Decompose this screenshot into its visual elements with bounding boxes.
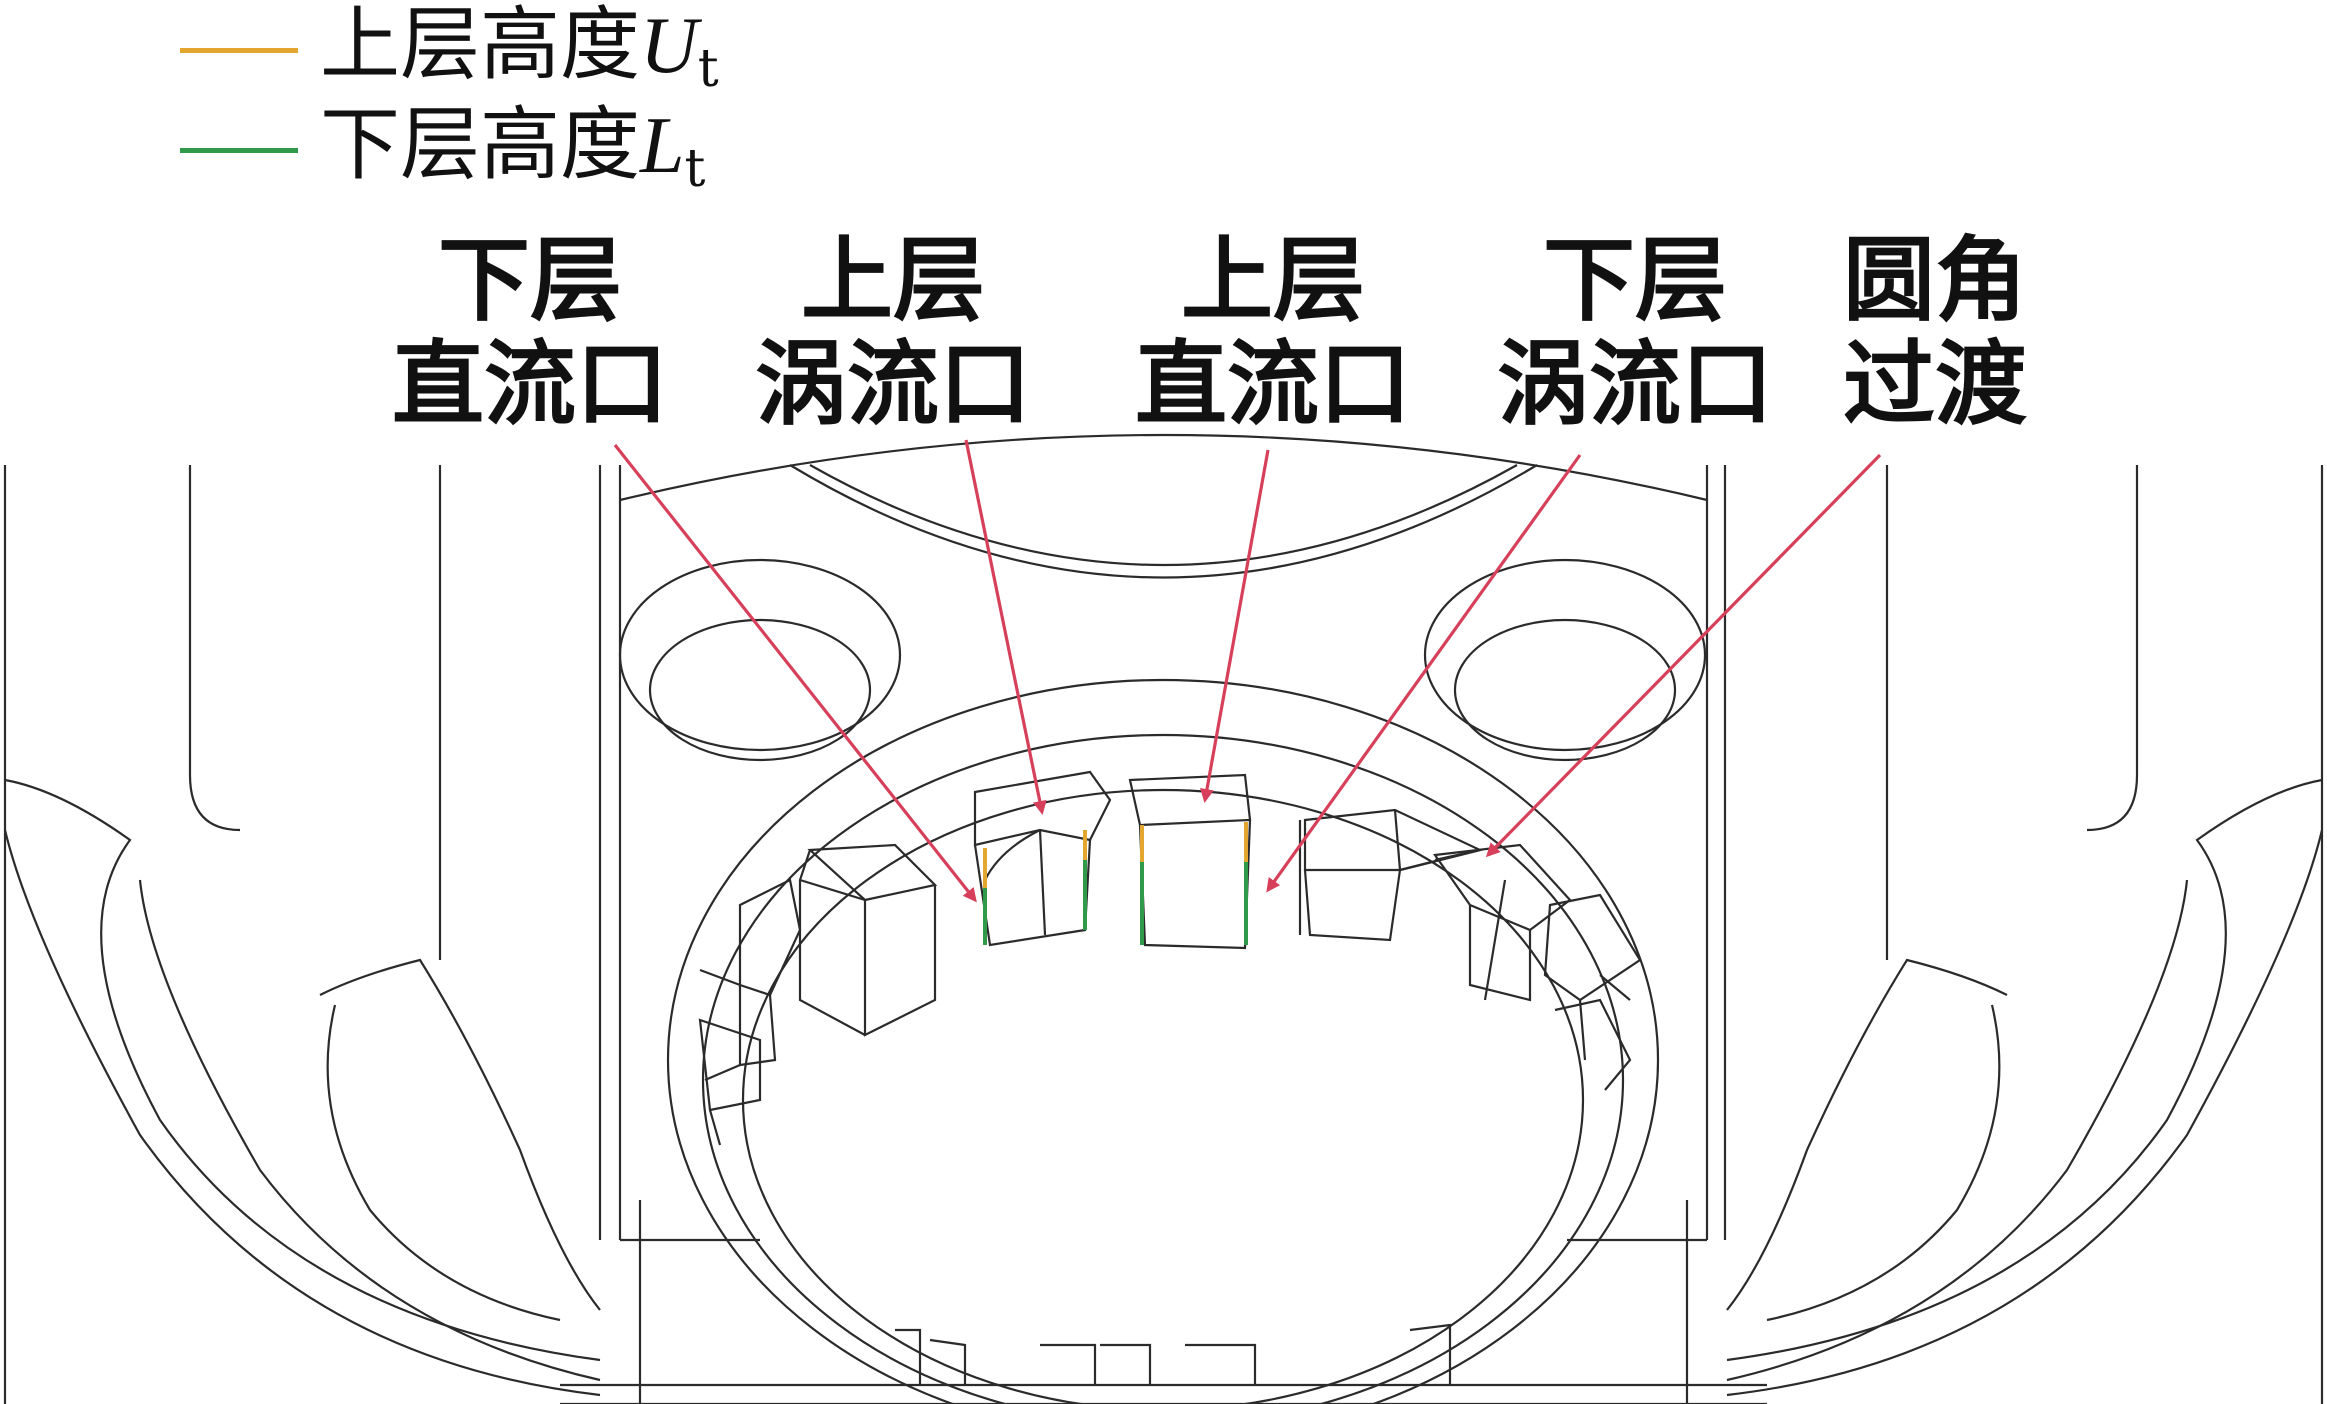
legend-lower-swatch bbox=[180, 147, 298, 153]
arrow-lower-swirl-port bbox=[1266, 454, 1582, 893]
legend-upper-text: 上层高度 bbox=[320, 0, 640, 91]
legend-lower-subscript: t bbox=[684, 139, 706, 199]
upper-height-markers bbox=[983, 822, 1248, 888]
label-upper-direct-port: 上层 直流口 bbox=[1128, 228, 1418, 436]
legend-upper-subscript: t bbox=[697, 39, 719, 99]
label-fillet-line1: 圆角 bbox=[1842, 226, 2027, 334]
lower-height-markers bbox=[983, 860, 1248, 945]
legend-upper-symbol: U bbox=[640, 2, 698, 90]
legend-upper-height: 上层高度Ut bbox=[180, 0, 719, 100]
label-lower-swirl-line2: 涡流口 bbox=[1496, 330, 1773, 438]
label-fillet-transition: 圆角 过渡 bbox=[1830, 228, 2040, 436]
label-upper-swirl-line2: 涡流口 bbox=[754, 330, 1031, 438]
label-fillet-line2: 过渡 bbox=[1842, 330, 2027, 438]
label-upper-swirl-port: 上层 涡流口 bbox=[748, 228, 1038, 436]
callout-arrows bbox=[613, 439, 1882, 903]
label-lower-swirl-line1: 下层 bbox=[1542, 226, 1727, 334]
label-upper-direct-line2: 直流口 bbox=[1134, 330, 1411, 438]
label-lower-swirl-port: 下层 涡流口 bbox=[1490, 228, 1780, 436]
label-lower-direct-line2: 直流口 bbox=[391, 330, 668, 438]
arrow-upper-direct-port bbox=[1200, 449, 1270, 803]
legend-lower-text: 下层高度 bbox=[320, 98, 640, 191]
legend-upper-swatch bbox=[180, 47, 298, 53]
mechanical-outline bbox=[3, 433, 2324, 1404]
legend-lower-height: 下层高度Lt bbox=[180, 100, 705, 200]
label-lower-direct-port: 下层 直流口 bbox=[385, 228, 675, 436]
label-lower-direct-line1: 下层 bbox=[437, 226, 622, 334]
label-upper-direct-line1: 上层 bbox=[1180, 226, 1365, 334]
arrow-upper-swirl-port bbox=[964, 439, 1047, 815]
label-upper-swirl-line1: 上层 bbox=[800, 226, 985, 334]
legend-lower-symbol: L bbox=[640, 102, 685, 190]
arrow-lower-direct-port bbox=[613, 444, 977, 903]
arrow-fillet-transition bbox=[1485, 453, 1882, 858]
